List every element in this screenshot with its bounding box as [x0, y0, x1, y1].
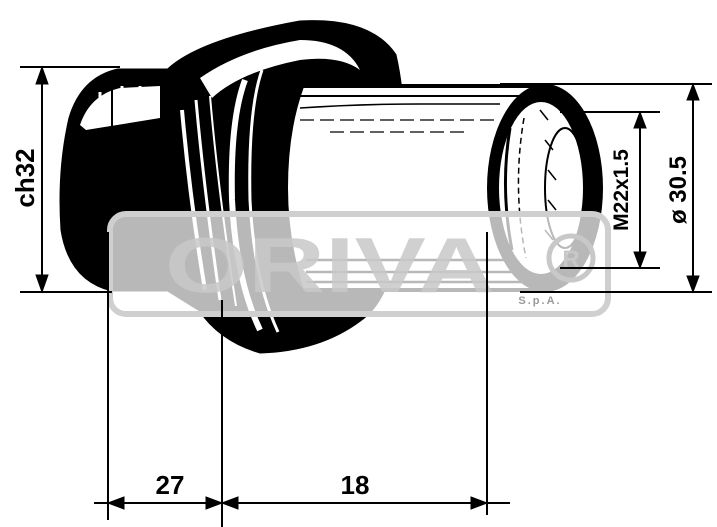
- length-left-label: 27: [156, 470, 185, 500]
- svg-text:R: R: [562, 246, 579, 273]
- length-right-label: 18: [341, 470, 370, 500]
- watermark-brand: ORIVA: [165, 221, 495, 309]
- registered-mark-icon: [546, 233, 596, 283]
- watermark-suffix: S.p.A.: [518, 295, 561, 307]
- watermark-frame: [107, 211, 611, 317]
- brand-watermark: ORIVA R S.p.A.: [107, 211, 611, 317]
- diameter-label: ø 30.5: [665, 156, 692, 224]
- thread-label: M22x1.5: [610, 149, 633, 231]
- dimension-lines: [20, 65, 712, 527]
- hex-size-label: ch32: [10, 148, 40, 207]
